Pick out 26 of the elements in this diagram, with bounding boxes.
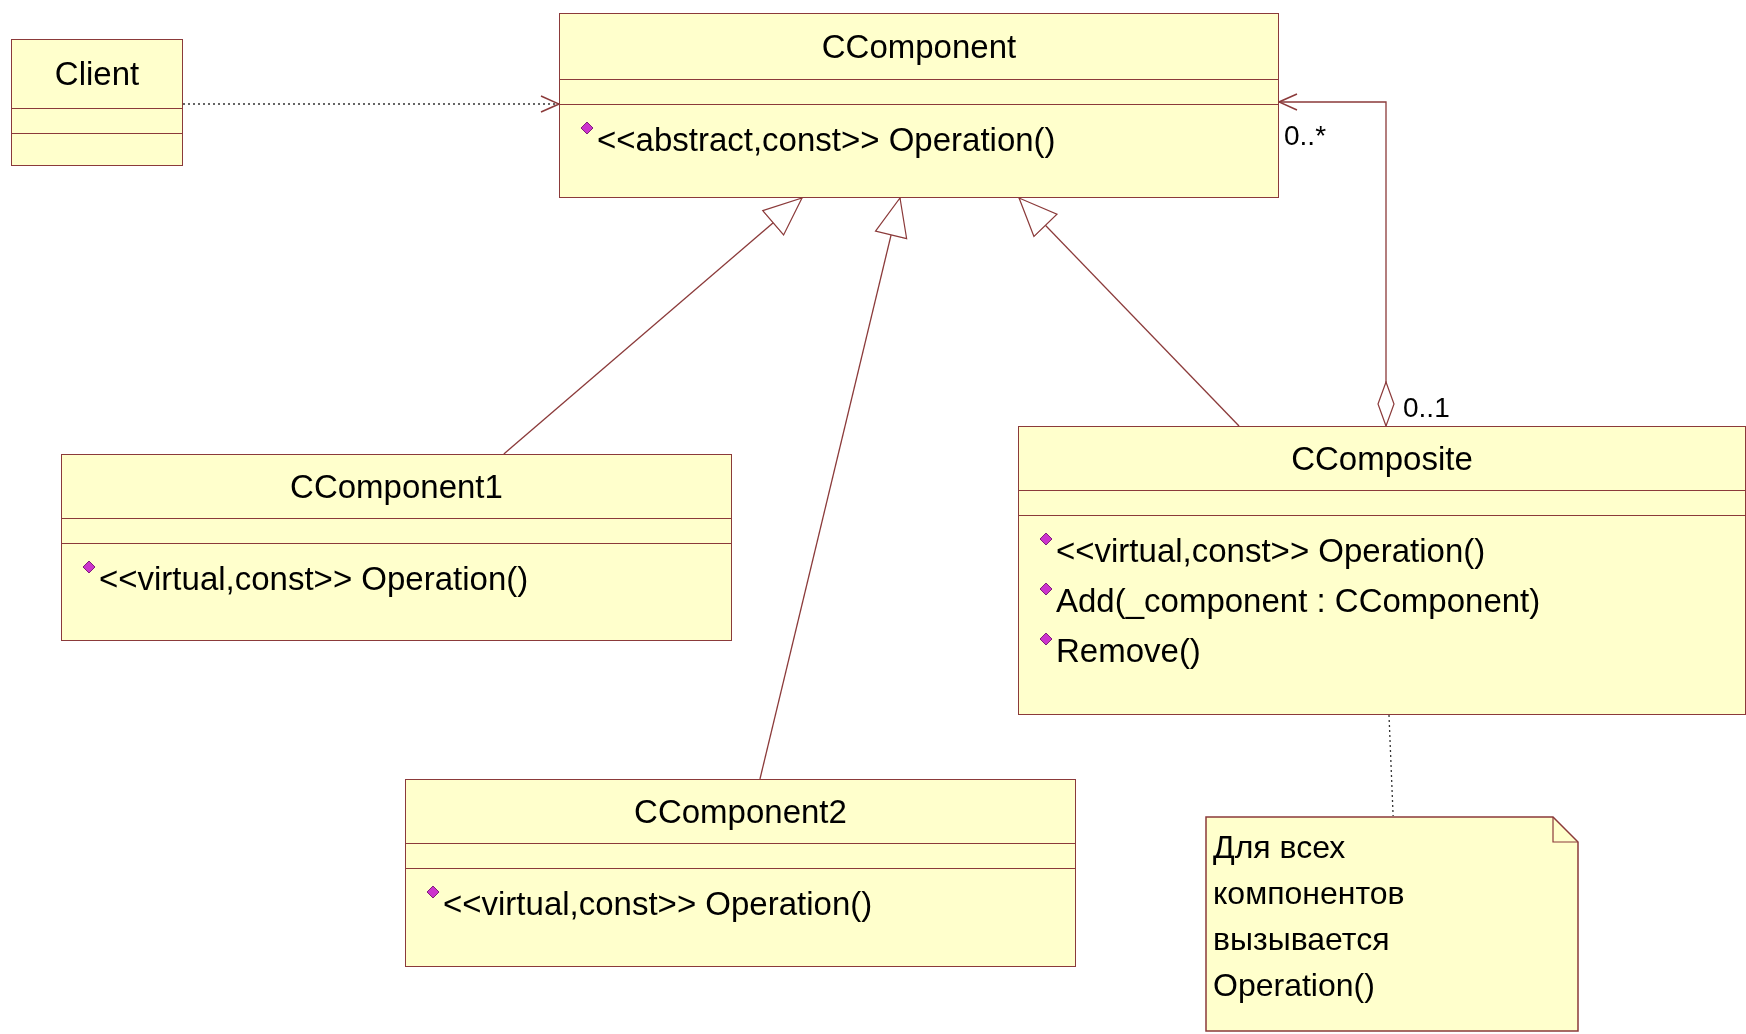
class-box xyxy=(405,779,1076,967)
inheritance-arrow xyxy=(759,197,908,780)
note-text: Для всех компонентов вызывается Operation() xyxy=(1213,828,1406,1005)
note-connector xyxy=(1388,714,1394,817)
dependency-arrow xyxy=(182,95,560,113)
class-name: CComponent2 xyxy=(634,792,847,831)
multiplicity-label: 0..1 xyxy=(1403,392,1450,424)
operation-text: Add(_component : CComponent) xyxy=(1056,581,1541,621)
class-box xyxy=(1018,426,1746,715)
class-name: Client xyxy=(54,55,140,93)
operation-text: <<abstract,const>> Operation() xyxy=(597,120,1056,160)
multiplicity-label: 0..* xyxy=(1284,120,1327,152)
class-name: CComponent xyxy=(821,27,1017,66)
class-box xyxy=(61,454,732,641)
inheritance-arrow xyxy=(503,197,803,455)
class-box xyxy=(11,39,183,166)
operation-text: <<virtual,const>> Operation() xyxy=(1056,531,1486,571)
inheritance-arrow xyxy=(1018,197,1240,427)
operation-text: <<virtual,const>> Operation() xyxy=(99,559,529,599)
aggregation-arrow xyxy=(1278,93,1395,427)
class-name: CComposite xyxy=(1291,439,1473,478)
class-name: CComponent1 xyxy=(290,467,503,506)
operation-text: Remove() xyxy=(1056,631,1201,671)
operation-text: <<virtual,const>> Operation() xyxy=(443,884,873,924)
note-box xyxy=(1205,816,1579,1032)
class-box xyxy=(559,13,1279,198)
